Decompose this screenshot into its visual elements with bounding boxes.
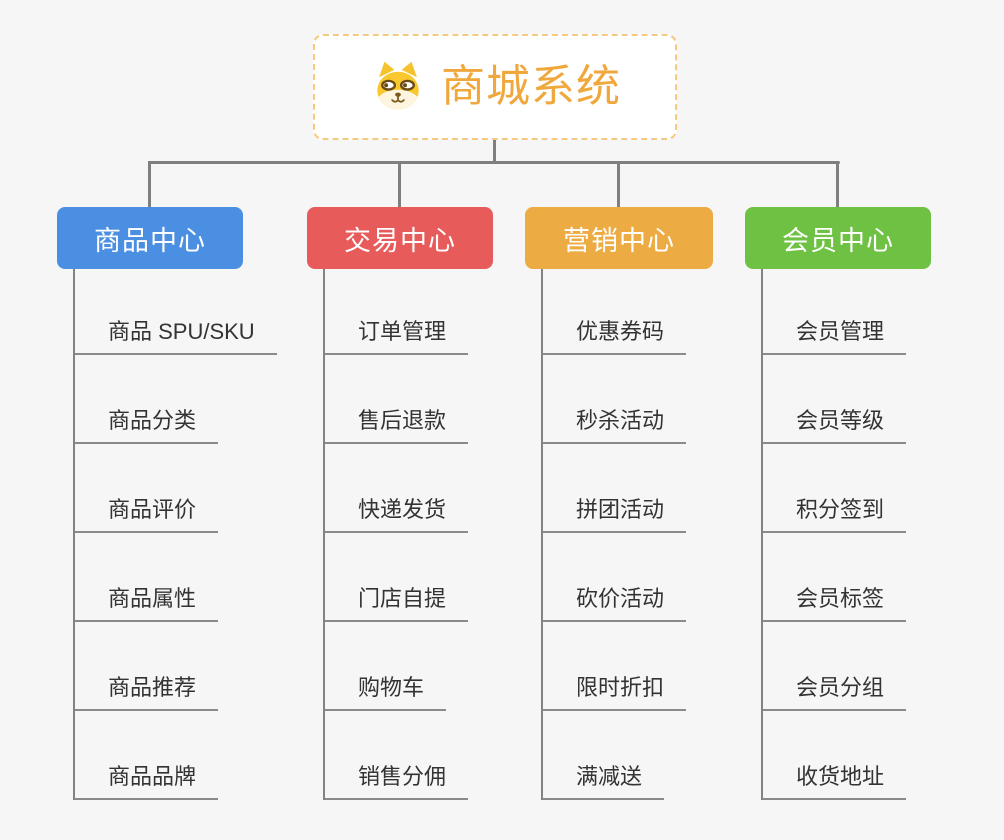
branch-label: 商品中心 [94,225,206,256]
leaf-bargain-activity[interactable]: 砍价活动 [543,533,713,622]
connector-drop-product [148,161,151,208]
leaf-member-groups[interactable]: 会员分组 [763,622,931,711]
leaf-product-review[interactable]: 商品评价 [75,444,277,533]
leaf-member-level[interactable]: 会员等级 [763,355,931,444]
branch-header-product-center[interactable]: 商品中心 [57,207,243,269]
connector-root-stub [493,139,496,163]
root-node[interactable]: 商城系统 [313,34,677,140]
leaf-group-buy[interactable]: 拼团活动 [543,444,713,533]
connector-drop-member [836,161,839,208]
connector-horizontal-bar [148,161,840,164]
branch-items: 商品 SPU/SKU 商品分类 商品评价 商品属性 商品推荐 商品品牌 [73,269,277,800]
leaf-flash-sale[interactable]: 秒杀活动 [543,355,713,444]
leaf-shipping-address[interactable]: 收货地址 [763,711,931,800]
branch-label: 交易中心 [344,225,456,256]
branch-label: 营销中心 [563,225,675,256]
leaf-product-category[interactable]: 商品分类 [75,355,277,444]
branch-items: 优惠券码 秒杀活动 拼团活动 砍价活动 限时折扣 满减送 [541,269,713,800]
leaf-product-recommend[interactable]: 商品推荐 [75,622,277,711]
leaf-express-shipping[interactable]: 快递发货 [325,444,493,533]
leaf-product-spu-sku[interactable]: 商品 SPU/SKU [75,269,277,355]
leaf-store-pickup[interactable]: 门店自提 [325,533,493,622]
branch-items: 订单管理 售后退款 快递发货 门店自提 购物车 销售分佣 [323,269,493,800]
leaf-member-tags[interactable]: 会员标签 [763,533,931,622]
leaf-spend-and-save[interactable]: 满减送 [543,711,713,800]
branch-marketing-center: 营销中心 优惠券码 秒杀活动 拼团活动 砍价活动 限时折扣 满减送 [525,207,713,800]
branch-product-center: 商品中心 商品 SPU/SKU 商品分类 商品评价 商品属性 商品推荐 商品品牌 [57,207,277,800]
root-title: 商城系统 [441,62,621,111]
branch-header-trade-center[interactable]: 交易中心 [307,207,493,269]
shiba-dog-icon [369,60,427,114]
branch-header-member-center[interactable]: 会员中心 [745,207,931,269]
branch-trade-center: 交易中心 订单管理 售后退款 快递发货 门店自提 购物车 销售分佣 [307,207,493,800]
leaf-shopping-cart[interactable]: 购物车 [325,622,493,711]
branch-label: 会员中心 [782,225,894,256]
leaf-aftersale-refund[interactable]: 售后退款 [325,355,493,444]
leaf-limited-time-discount[interactable]: 限时折扣 [543,622,713,711]
leaf-sales-commission[interactable]: 销售分佣 [325,711,493,800]
branch-member-center: 会员中心 会员管理 会员等级 积分签到 会员标签 会员分组 收货地址 [745,207,931,800]
branch-items: 会员管理 会员等级 积分签到 会员标签 会员分组 收货地址 [761,269,931,800]
connector-drop-marketing [617,161,620,208]
leaf-points-checkin[interactable]: 积分签到 [763,444,931,533]
leaf-product-brand[interactable]: 商品品牌 [75,711,277,800]
branch-header-marketing-center[interactable]: 营销中心 [525,207,713,269]
connector-drop-trade [398,161,401,208]
leaf-product-attribute[interactable]: 商品属性 [75,533,277,622]
leaf-coupon-code[interactable]: 优惠券码 [543,269,713,355]
leaf-member-management[interactable]: 会员管理 [763,269,931,355]
leaf-order-management[interactable]: 订单管理 [325,269,493,355]
